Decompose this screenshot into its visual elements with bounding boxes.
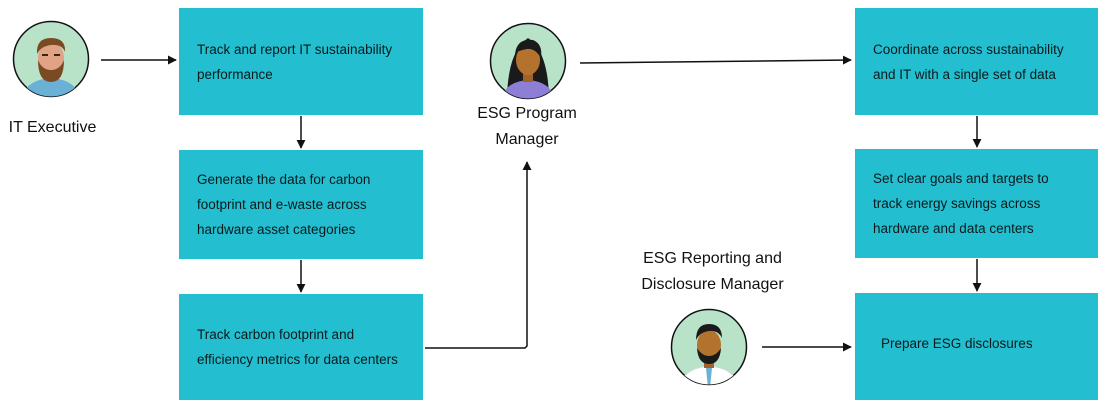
step-prepare-disclosures-text: Prepare ESG disclosures	[881, 336, 1033, 351]
esg-reporting-manager-label-line1: ESG Reporting and	[643, 250, 782, 267]
esg-program-manager-label: ESG Program Manager	[462, 101, 592, 153]
esg-program-manager-avatar-icon	[489, 22, 567, 100]
esg-reporting-manager-label-line2: Disclosure Manager	[641, 276, 784, 293]
it-executive-label: IT Executive	[8, 119, 97, 136]
step-track-report-text: Track and report IT sustainability perfo…	[197, 41, 393, 82]
step-coordinate: Coordinate across sustainability and IT …	[855, 8, 1098, 115]
step-generate-data: Generate the data for carbon footprint a…	[179, 150, 423, 259]
esg-program-manager-label-line1: ESG Program	[477, 105, 577, 122]
arrow-esg-manager-to-coordinate	[579, 55, 852, 65]
it-executive-avatar-icon	[12, 20, 90, 98]
arrow-track-carbon-to-esg-manager	[425, 161, 532, 349]
esg-reporting-manager-label: ESG Reporting and Disclosure Manager	[625, 246, 800, 298]
step-coordinate-text: Coordinate across sustainability and IT …	[873, 41, 1064, 82]
step-set-goals-text: Set clear goals and targets to track ene…	[873, 171, 1049, 236]
step-set-goals: Set clear goals and targets to track ene…	[855, 149, 1098, 258]
step-track-carbon: Track carbon footprint and efficiency me…	[179, 294, 423, 400]
esg-program-manager-label-line2: Manager	[495, 131, 559, 148]
step-track-carbon-text: Track carbon footprint and efficiency me…	[197, 327, 398, 367]
step-prepare-disclosures: Prepare ESG disclosures	[855, 293, 1098, 400]
step-track-report: Track and report IT sustainability perfo…	[179, 8, 423, 115]
esg-reporting-manager-avatar-icon	[670, 308, 748, 386]
step-generate-data-text: Generate the data for carbon footprint a…	[197, 172, 371, 237]
